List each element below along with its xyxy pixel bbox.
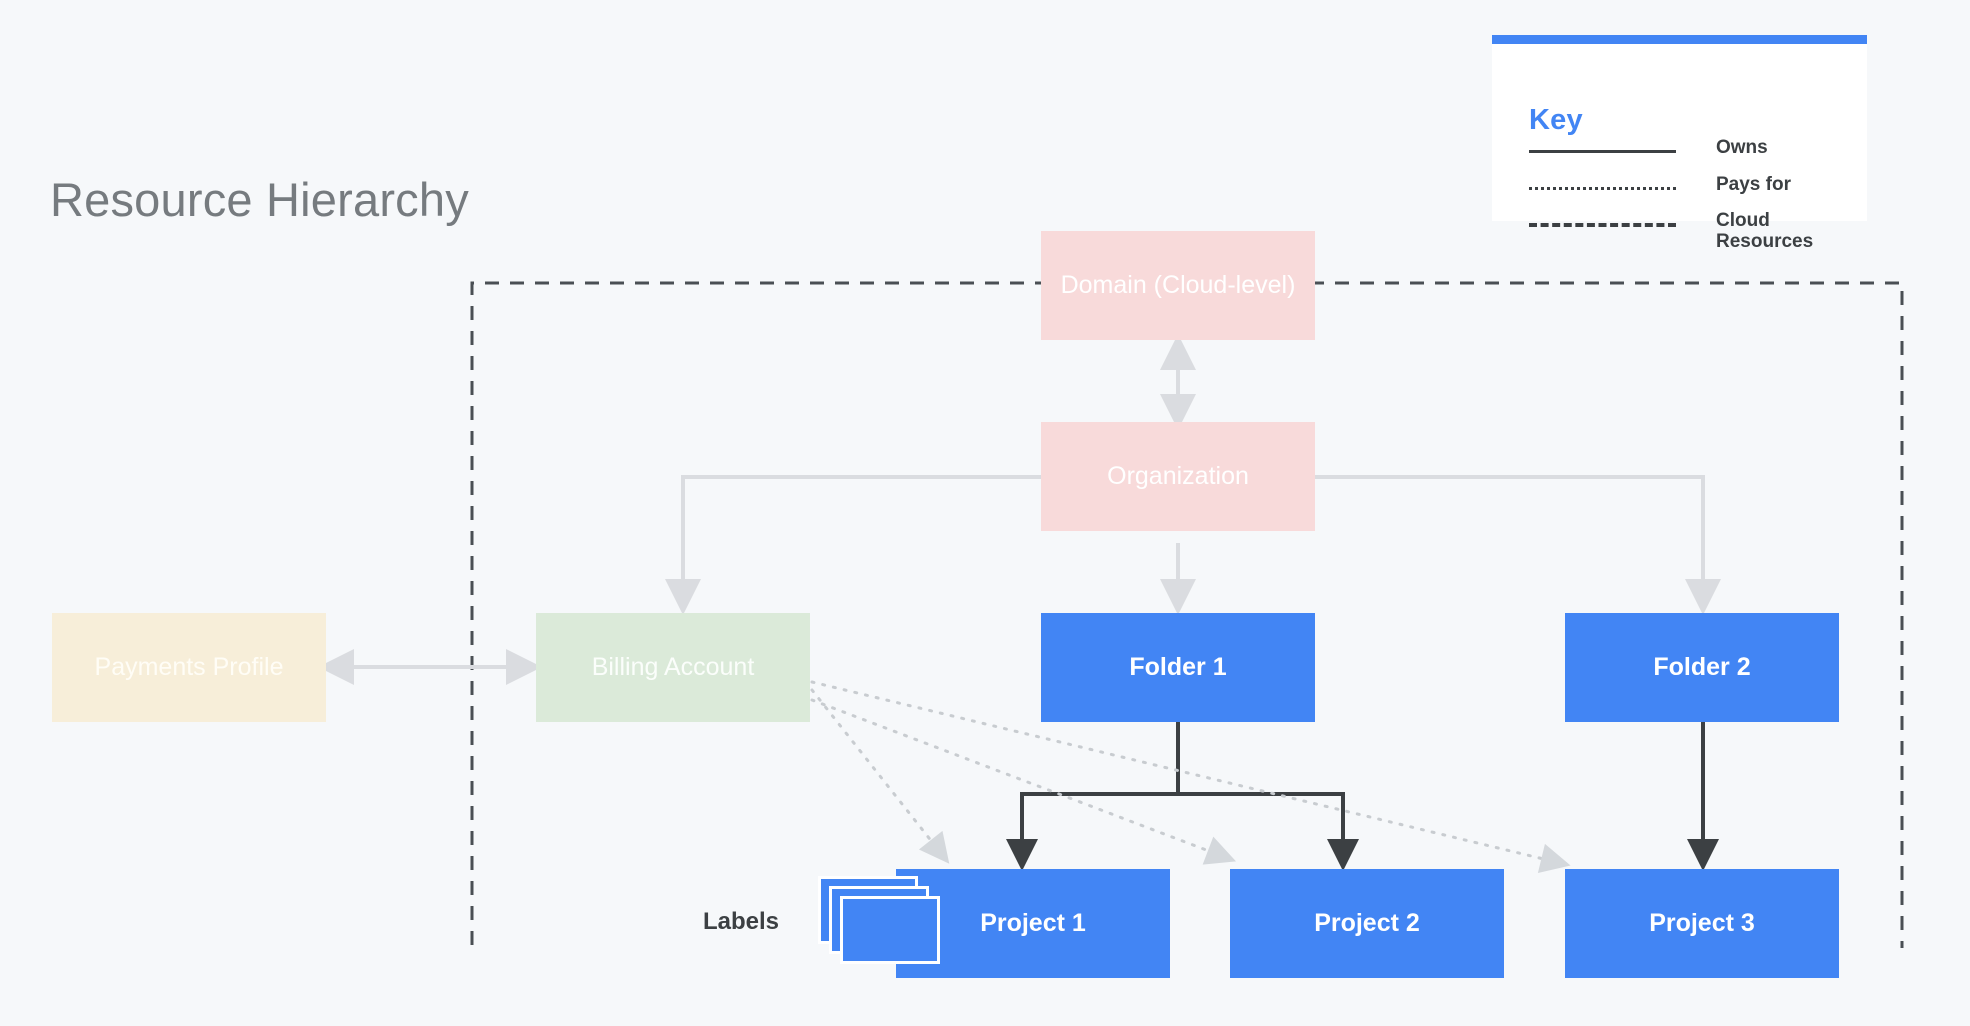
node-folder-1-label: Folder 1 [1129, 653, 1227, 682]
edge-organization-folder2 [1315, 475, 1721, 615]
edge-folder1-projects [1006, 722, 1359, 871]
key-heading: Key [1529, 104, 1583, 136]
node-organization[interactable]: Organization [1041, 422, 1315, 531]
node-project-2[interactable]: Project 2 [1230, 869, 1504, 978]
node-domain-label: Domain (Cloud-level) [1060, 271, 1296, 300]
node-folder-2-label: Folder 2 [1653, 653, 1751, 682]
node-organization-label: Organization [1107, 462, 1249, 491]
node-project-2-label: Project 2 [1314, 909, 1420, 938]
labels-caption: Labels [703, 908, 780, 935]
key-label-owns: Owns [1716, 137, 1768, 158]
node-project-3-label: Project 3 [1649, 909, 1755, 938]
node-folder-2[interactable]: Folder 2 [1565, 613, 1839, 722]
node-project-3[interactable]: Project 3 [1565, 869, 1839, 978]
key-accent-bar [1492, 35, 1867, 44]
node-project-1-label: Project 1 [980, 909, 1086, 938]
label-card-front [840, 896, 940, 964]
key-label-cloud-resources: Cloud Resources [1716, 210, 1814, 252]
edge-organization-billing [665, 475, 1041, 615]
key-row-pays-for: Pays for [1529, 174, 1849, 205]
node-billing-account-label: Billing Account [591, 653, 755, 682]
key-row-cloud-resources: Cloud Resources [1529, 210, 1849, 251]
node-payments-profile[interactable]: Payments Profile [52, 613, 326, 722]
key-row-owns: Owns [1529, 137, 1849, 168]
dotted-line-icon [1529, 187, 1676, 193]
solid-line-icon [1529, 150, 1676, 153]
key-label-pays-for: Pays for [1716, 174, 1791, 195]
stacked-cards-icon [818, 876, 946, 968]
dashed-line-icon [1529, 223, 1676, 230]
node-domain[interactable]: Domain (Cloud-level) [1041, 231, 1315, 340]
node-folder-1[interactable]: Folder 1 [1041, 613, 1315, 722]
node-billing-account[interactable]: Billing Account [536, 613, 810, 722]
edge-billing-pays-projects [810, 680, 1571, 874]
page-title: Resource Hierarchy [50, 173, 469, 226]
node-payments-profile-label: Payments Profile [94, 653, 284, 682]
key-legend-panel: Key Owns Pays for Cloud Resources [1492, 35, 1867, 251]
